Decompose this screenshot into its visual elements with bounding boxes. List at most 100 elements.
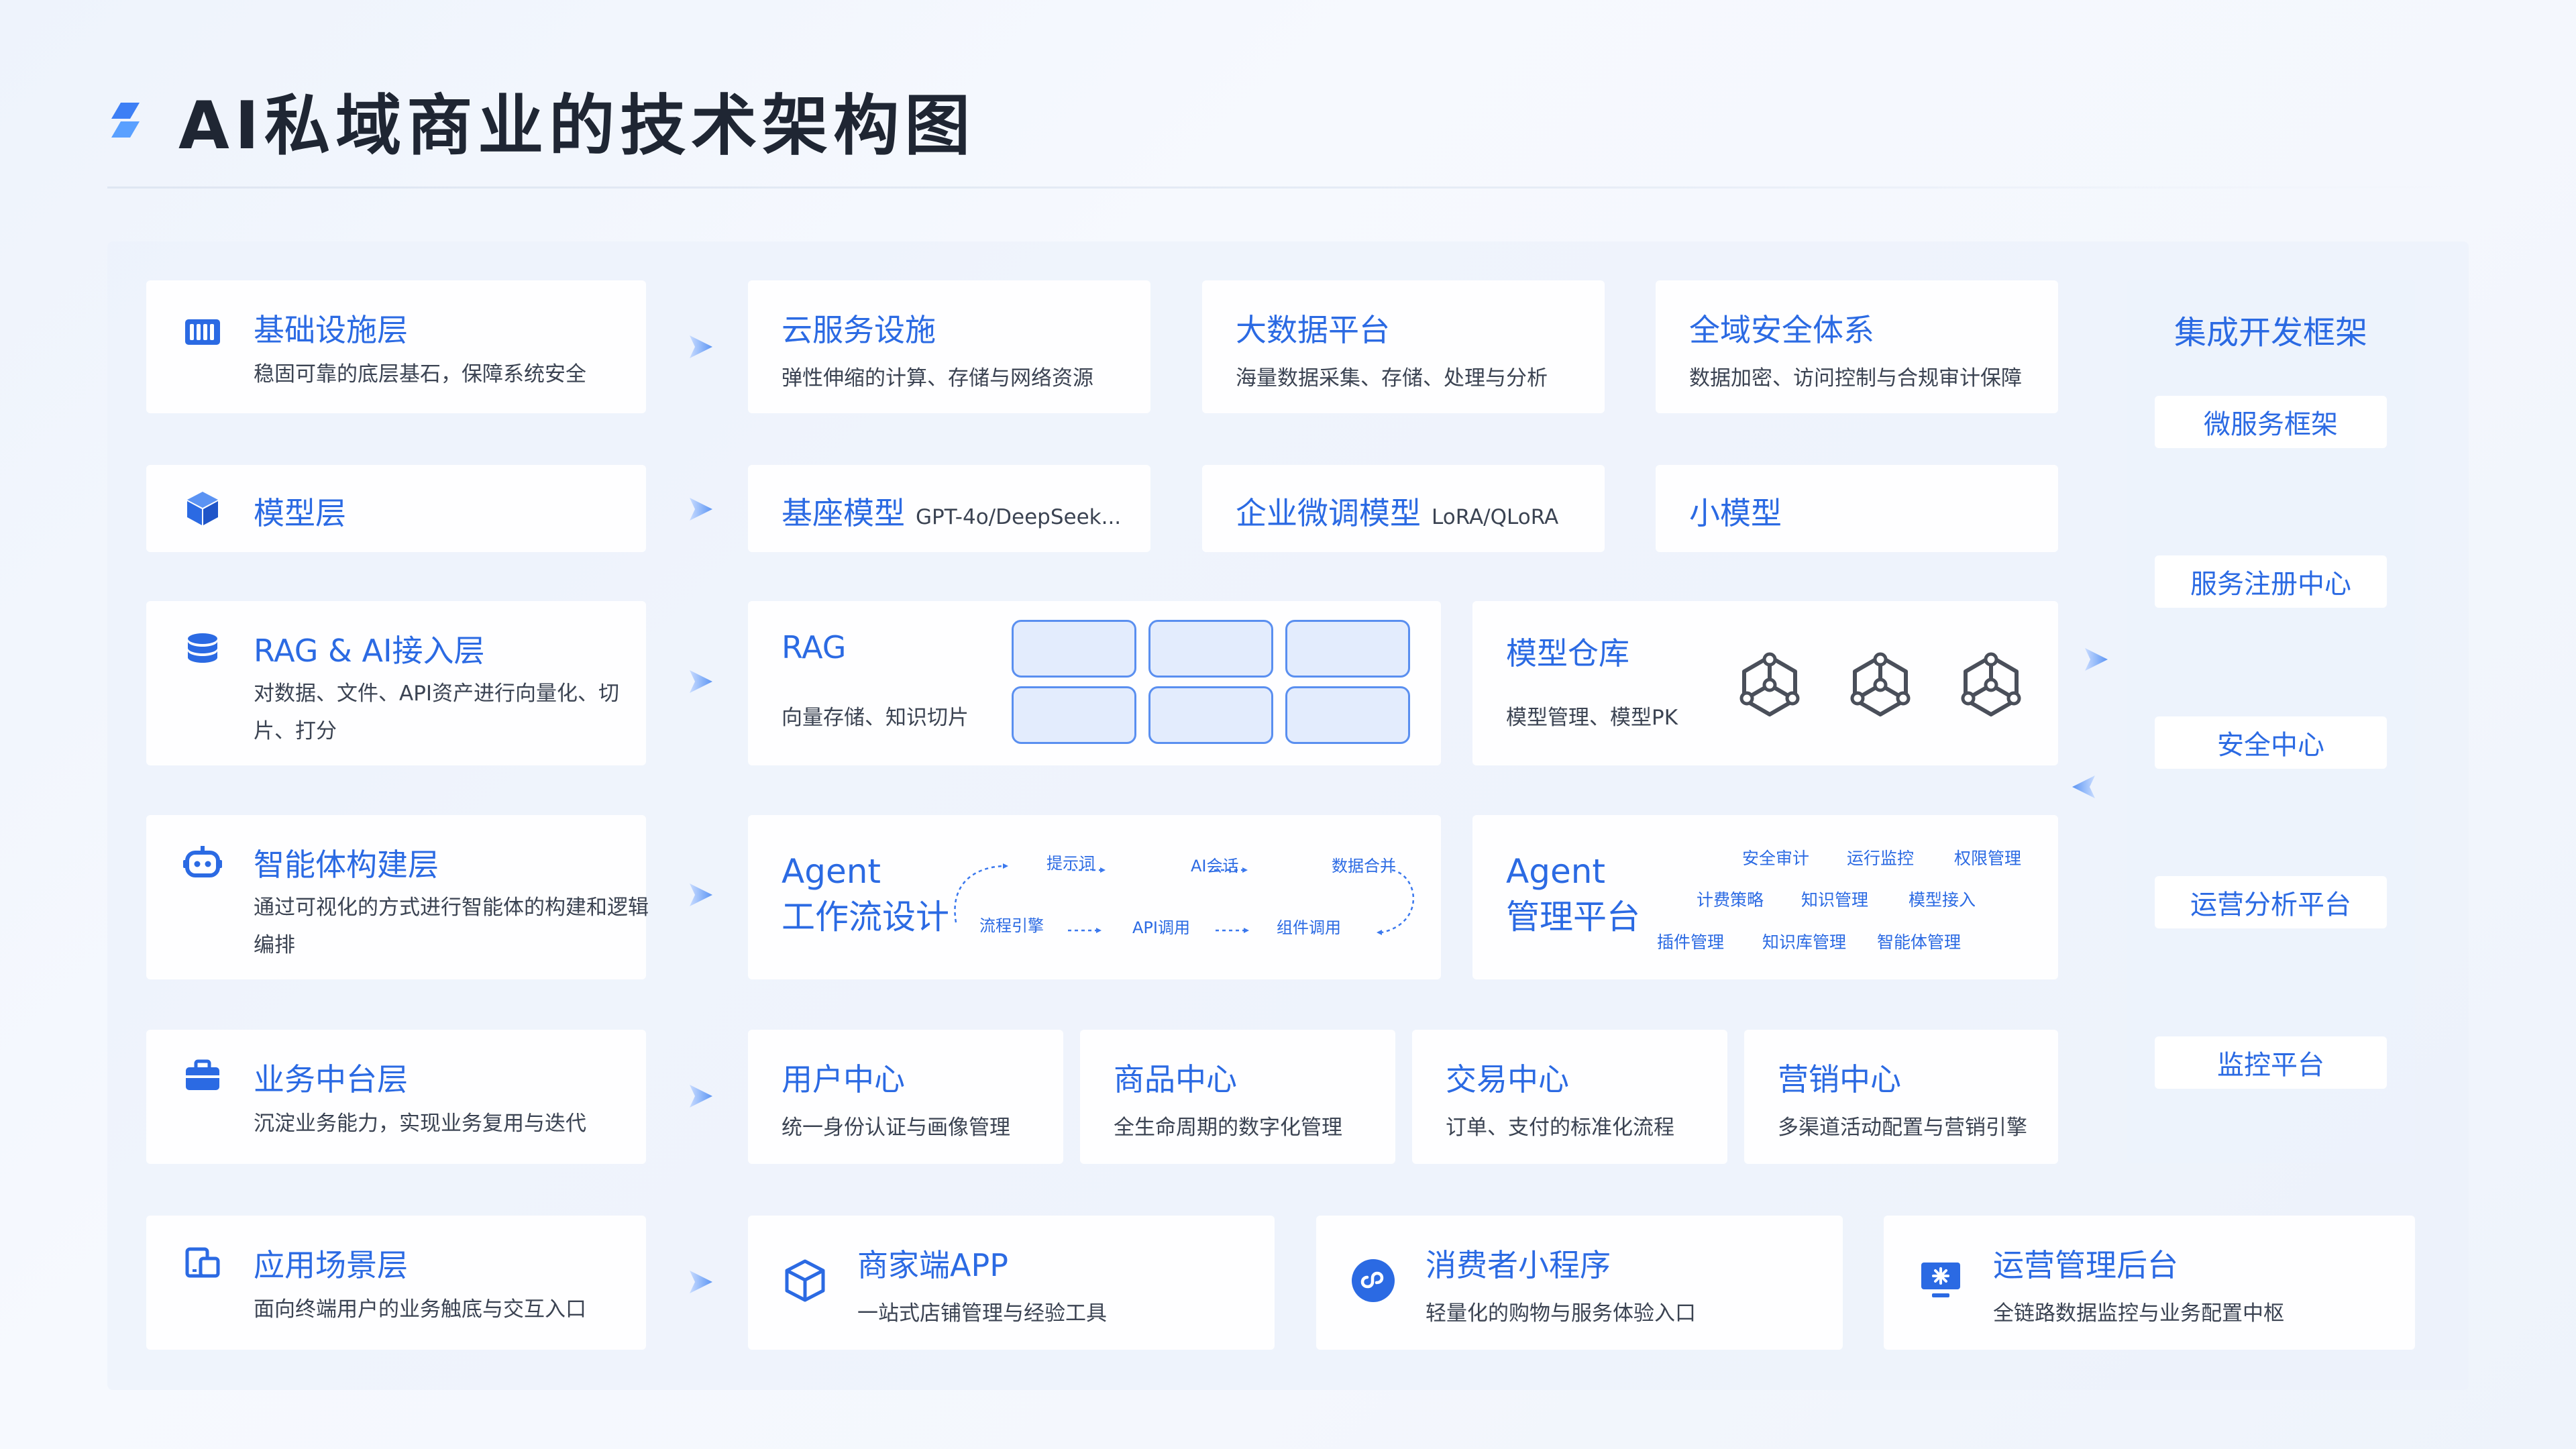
database-icon bbox=[188, 633, 217, 663]
arrow-right-icon bbox=[687, 495, 715, 523]
workflow-connector bbox=[954, 863, 1415, 935]
side-item-monitoring: 监控平台 bbox=[2155, 1036, 2387, 1089]
card-title: Agent 工作流设计 bbox=[782, 849, 949, 940]
card-title-line2: 管理平台 bbox=[1506, 898, 1640, 936]
layer-desc-rag: 对数据、文件、API资产进行向量化、切片、打分 bbox=[254, 682, 620, 743]
card-desc: 弹性伸缩的计算、存储与网络资源 bbox=[782, 366, 1093, 390]
flow-step: 流程引擎 bbox=[979, 916, 1044, 935]
model-card-small: 小模型 bbox=[1656, 465, 2058, 552]
card-title: 商品中心 bbox=[1114, 1061, 1237, 1097]
server-rack-icon bbox=[185, 319, 220, 345]
card-title-text: 企业微调模型 bbox=[1236, 495, 1421, 531]
card-title-line1: Agent bbox=[1506, 852, 1605, 891]
card-desc: 海量数据采集、存储、处理与分析 bbox=[1236, 366, 1548, 390]
arrow-right-icon bbox=[2082, 645, 2110, 674]
page-title: AI私域商业的技术架构图 bbox=[178, 88, 976, 164]
mgmt-item: 知识管理 bbox=[1801, 890, 1869, 910]
infra-card-cloud: 云服务设施 弹性伸缩的计算、存储与网络资源 bbox=[748, 280, 1150, 413]
card-desc: 多渠道活动配置与营销引擎 bbox=[1778, 1116, 2027, 1140]
card-desc: 模型管理、模型PK bbox=[1506, 706, 1678, 730]
agent-mgmt-card: Agent 管理平台 安全审计 运行监控 权限管理 计费策略 知识管理 模型接入… bbox=[1472, 815, 2058, 979]
arrow-right-icon bbox=[687, 881, 715, 909]
model-card-finetune: 企业微调模型 LoRA/QLoRA bbox=[1202, 465, 1605, 552]
business-card-user: 用户中心 统一身份认证与画像管理 bbox=[748, 1030, 1063, 1164]
layer-card-app: 应用场景层 面向终端用户的业务触底与交互入口 bbox=[146, 1216, 646, 1350]
app-card-miniprogram: 消费者小程序 轻量化的购物与服务体验入口 bbox=[1316, 1216, 1843, 1350]
integration-framework-panel: 集成开发框架 微服务框架 服务注册中心 安全中心 运营分析平台 监控平台 bbox=[2127, 280, 2415, 1163]
card-title: RAG bbox=[782, 629, 847, 665]
app-card-merchant: 商家端APP 一站式店铺管理与经验工具 bbox=[748, 1216, 1275, 1350]
brand-logo-icon bbox=[111, 103, 140, 138]
side-item-security: 安全中心 bbox=[2155, 716, 2387, 769]
briefcase-icon bbox=[186, 1059, 219, 1090]
side-item-analytics: 运营分析平台 bbox=[2155, 876, 2387, 928]
card-title: 全域安全体系 bbox=[1689, 312, 1874, 348]
layer-title-app: 应用场景层 bbox=[254, 1247, 408, 1283]
card-title-line1: Agent bbox=[782, 852, 881, 891]
card-title: 小模型 bbox=[1689, 489, 1782, 533]
layer-card-agent: 智能体构建层 通过可视化的方式进行智能体的构建和逻辑编排 bbox=[146, 815, 649, 979]
agent-workflow-card: Agent 工作流设计 提示词 AI会话 数据合并 流程引擎 API调用 组件调… bbox=[748, 815, 1441, 979]
title-divider bbox=[107, 186, 2469, 189]
layer-title-business: 业务中台层 bbox=[254, 1061, 408, 1097]
vector-block bbox=[1012, 686, 1136, 744]
layer-desc-infra: 稳固可靠的底层基石，保障系统安全 bbox=[254, 362, 586, 386]
app-card-ops: 运营管理后台 全链路数据监控与业务配置中枢 bbox=[1884, 1216, 2415, 1350]
arrow-left-icon bbox=[2070, 773, 2098, 801]
card-title: 运营管理后台 bbox=[1993, 1247, 2178, 1283]
model-network-icon bbox=[1961, 652, 2021, 716]
card-title: 云服务设施 bbox=[782, 312, 936, 348]
card-desc: 数据加密、访问控制与合规审计保障 bbox=[1689, 366, 2022, 390]
robot-icon bbox=[183, 846, 222, 877]
mgmt-item: 智能体管理 bbox=[1877, 932, 1962, 952]
mgmt-item: 计费策略 bbox=[1697, 890, 1764, 910]
card-title-line2: 工作流设计 bbox=[782, 898, 949, 936]
business-card-marketing: 营销中心 多渠道活动配置与营销引擎 bbox=[1744, 1030, 2058, 1164]
vector-block bbox=[1148, 620, 1273, 678]
card-title: 交易中心 bbox=[1446, 1061, 1569, 1097]
layer-card-rag: RAG & AI接入层 对数据、文件、API资产进行向量化、切片、打分 bbox=[146, 601, 646, 765]
layer-desc-app: 面向终端用户的业务触底与交互入口 bbox=[254, 1297, 586, 1322]
flow-step: 组件调用 bbox=[1277, 918, 1341, 937]
card-desc: 向量存储、知识切片 bbox=[782, 706, 969, 730]
vector-block bbox=[1012, 620, 1136, 678]
title-bar: AI私域商业的技术架构图 bbox=[106, 72, 975, 168]
card-subtitle: GPT-4o/DeepSeek... bbox=[916, 505, 1122, 529]
layer-title-agent: 智能体构建层 bbox=[254, 847, 439, 883]
layer-card-infra: 基础设施层 稳固可靠的底层基石，保障系统安全 bbox=[146, 280, 646, 413]
model-network-icon bbox=[1739, 652, 1800, 716]
card-desc: 统一身份认证与画像管理 bbox=[782, 1116, 1010, 1140]
layer-desc-agent: 通过可视化的方式进行智能体的构建和逻辑编排 bbox=[254, 896, 649, 957]
layer-card-business: 业务中台层 沉淀业务能力，实现业务复用与迭代 bbox=[146, 1030, 646, 1164]
card-title: 企业微调模型 LoRA/QLoRA bbox=[1236, 489, 1558, 533]
card-title-text: 小模型 bbox=[1689, 495, 1782, 531]
business-card-trade: 交易中心 订单、支付的标准化流程 bbox=[1412, 1030, 1727, 1164]
layer-title-rag: RAG & AI接入层 bbox=[254, 633, 485, 669]
mgmt-item: 运行监控 bbox=[1847, 849, 1915, 868]
infra-card-bigdata: 大数据平台 海量数据采集、存储、处理与分析 bbox=[1202, 280, 1605, 413]
card-title: 大数据平台 bbox=[1236, 312, 1390, 348]
mgmt-item: 插件管理 bbox=[1657, 932, 1725, 952]
monitor-icon bbox=[1921, 1263, 1960, 1297]
vector-block bbox=[1285, 620, 1410, 678]
mgmt-item: 权限管理 bbox=[1954, 849, 2022, 868]
card-desc: 全链路数据监控与业务配置中枢 bbox=[1993, 1301, 2284, 1326]
rag-card: RAG 向量存储、知识切片 bbox=[748, 601, 1441, 765]
arrow-right-icon bbox=[687, 1268, 715, 1296]
card-desc: 全生命周期的数字化管理 bbox=[1114, 1116, 1342, 1140]
app-devices-icon bbox=[185, 1247, 220, 1278]
side-panel-title: 集成开发框架 bbox=[2174, 314, 2367, 352]
card-desc: 轻量化的购物与服务体验入口 bbox=[1426, 1301, 1696, 1326]
card-title: 营销中心 bbox=[1778, 1061, 1901, 1097]
card-subtitle: LoRA/QLoRA bbox=[1432, 505, 1559, 529]
flow-step: 提示词 bbox=[1046, 854, 1095, 873]
model-repo-card: 模型仓库 模型管理、模型PK bbox=[1472, 601, 2058, 765]
mgmt-item: 模型接入 bbox=[1909, 890, 1976, 910]
layer-title-infra: 基础设施层 bbox=[254, 312, 408, 348]
cube-icon bbox=[785, 1259, 825, 1302]
arrow-right-icon bbox=[687, 667, 715, 696]
infra-card-security: 全域安全体系 数据加密、访问控制与合规审计保障 bbox=[1656, 280, 2058, 413]
business-card-product: 商品中心 全生命周期的数字化管理 bbox=[1080, 1030, 1395, 1164]
